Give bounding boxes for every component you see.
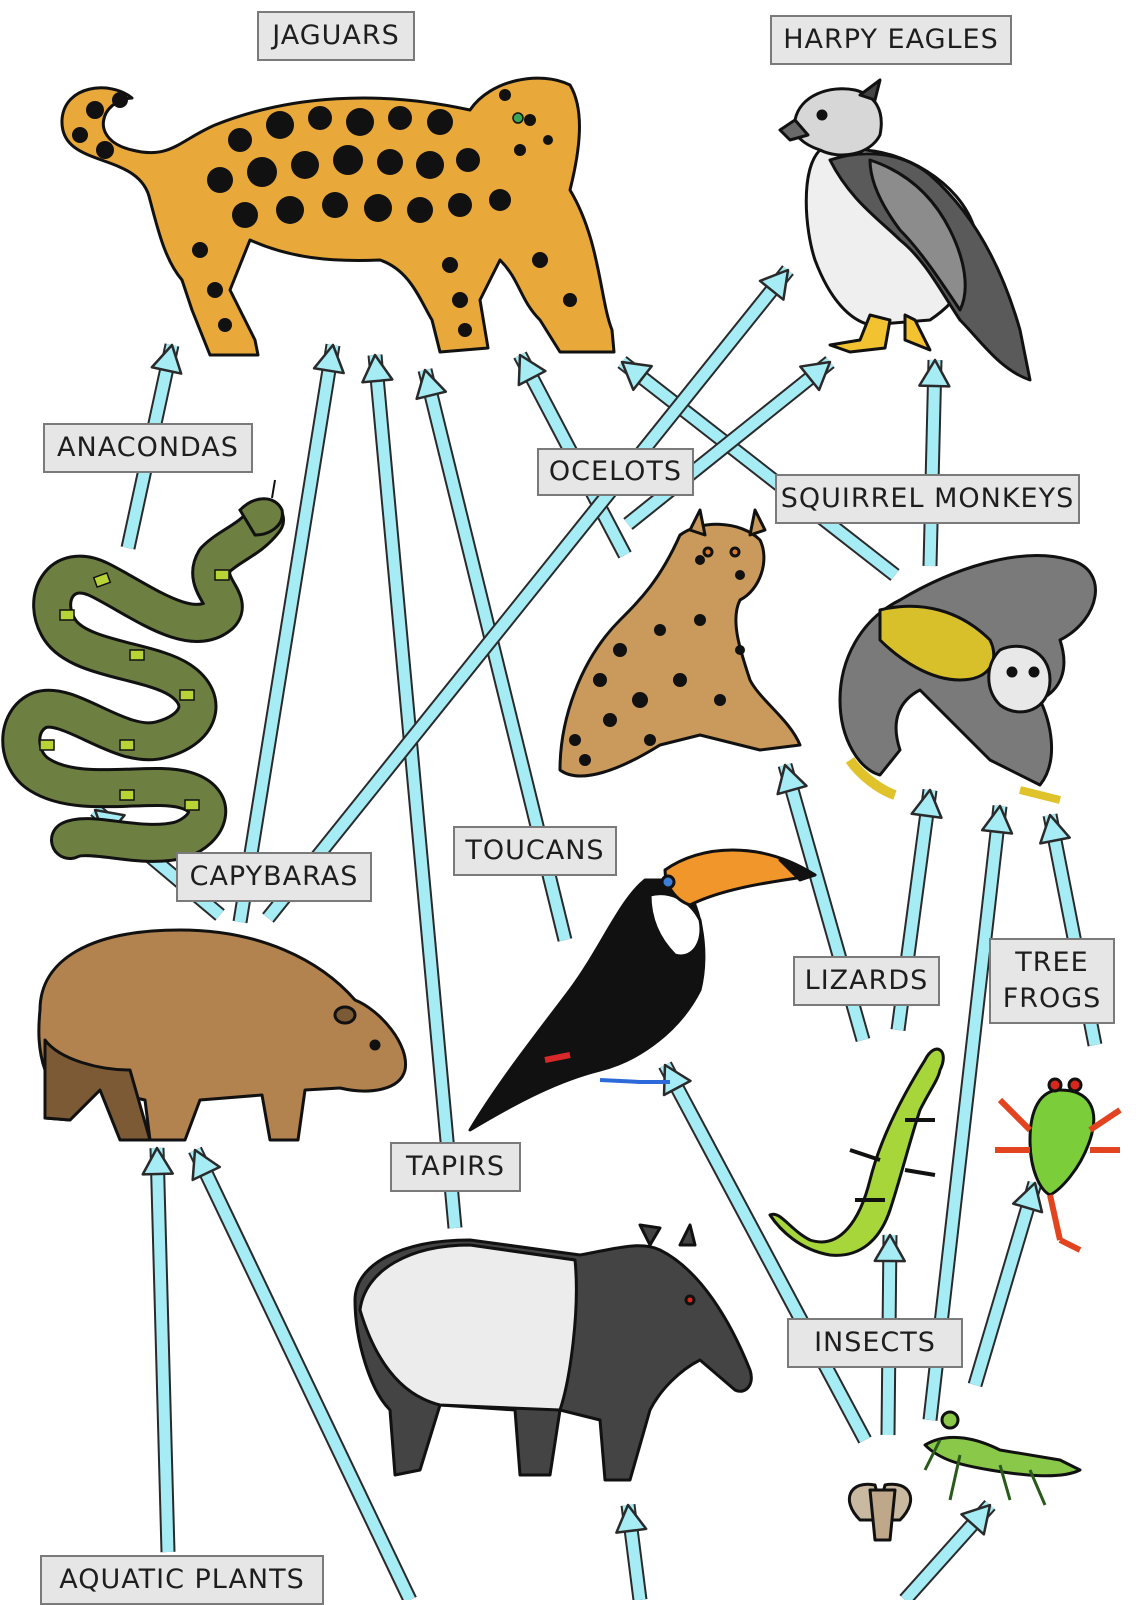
label-harpy-eagles: HARPY EAGLES xyxy=(770,15,1012,65)
arrow-squirrel_monkeys-to-harpy_eagles xyxy=(930,360,935,566)
arrowhead-tapirs-to-jaguars xyxy=(362,355,392,382)
capybara-illustration xyxy=(39,930,406,1140)
label-tapirs: TAPIRS xyxy=(390,1142,521,1192)
label-tree-frogs: TREE FROGS xyxy=(989,938,1115,1024)
arrowhead-plants-to-tapirs xyxy=(616,1505,646,1533)
label-anacondas: ANACONDAS xyxy=(43,423,253,473)
squirrel-monkey-illustration xyxy=(840,556,1095,800)
jaguar-illustration xyxy=(62,78,614,355)
label-lizards: LIZARDS xyxy=(793,956,940,1006)
label-capybaras: CAPYBARAS xyxy=(176,852,372,902)
arrow-capybaras-to-jaguars xyxy=(240,345,333,922)
lizard-illustration xyxy=(770,1049,943,1255)
anaconda-illustration xyxy=(21,480,282,843)
arrow-insects-to-tree_frogs xyxy=(975,1183,1035,1385)
arrowhead-squirrel_monkeys-to-harpy_eagles xyxy=(919,360,949,386)
label-squirrel-monkeys: SQUIRREL MONKEYS xyxy=(775,474,1080,524)
tree-frog-illustration xyxy=(995,1079,1120,1250)
tapir-illustration xyxy=(355,1225,751,1480)
arrowhead-insects-to-squirrel_monkeys xyxy=(982,806,1012,834)
ocelot-illustration xyxy=(560,510,800,776)
arrowhead-insects-to-lizards xyxy=(875,1235,905,1261)
label-aquatic-plants: AQUATIC PLANTS xyxy=(40,1555,324,1605)
label-ocelots: OCELOTS xyxy=(537,448,694,496)
arrowhead-aquatic_plants-to-capybaras xyxy=(143,1148,173,1174)
label-jaguars: JAGUARS xyxy=(257,11,415,61)
label-insects: INSECTS xyxy=(787,1318,963,1368)
toucan-illustration xyxy=(470,850,815,1130)
arrow-aquatic_plants-to-capybaras xyxy=(157,1148,168,1552)
harpy-eagle-illustration xyxy=(780,80,1030,380)
label-toucans: TOUCANS xyxy=(453,826,617,876)
arrow-tapirs-to-jaguars xyxy=(375,355,455,1228)
